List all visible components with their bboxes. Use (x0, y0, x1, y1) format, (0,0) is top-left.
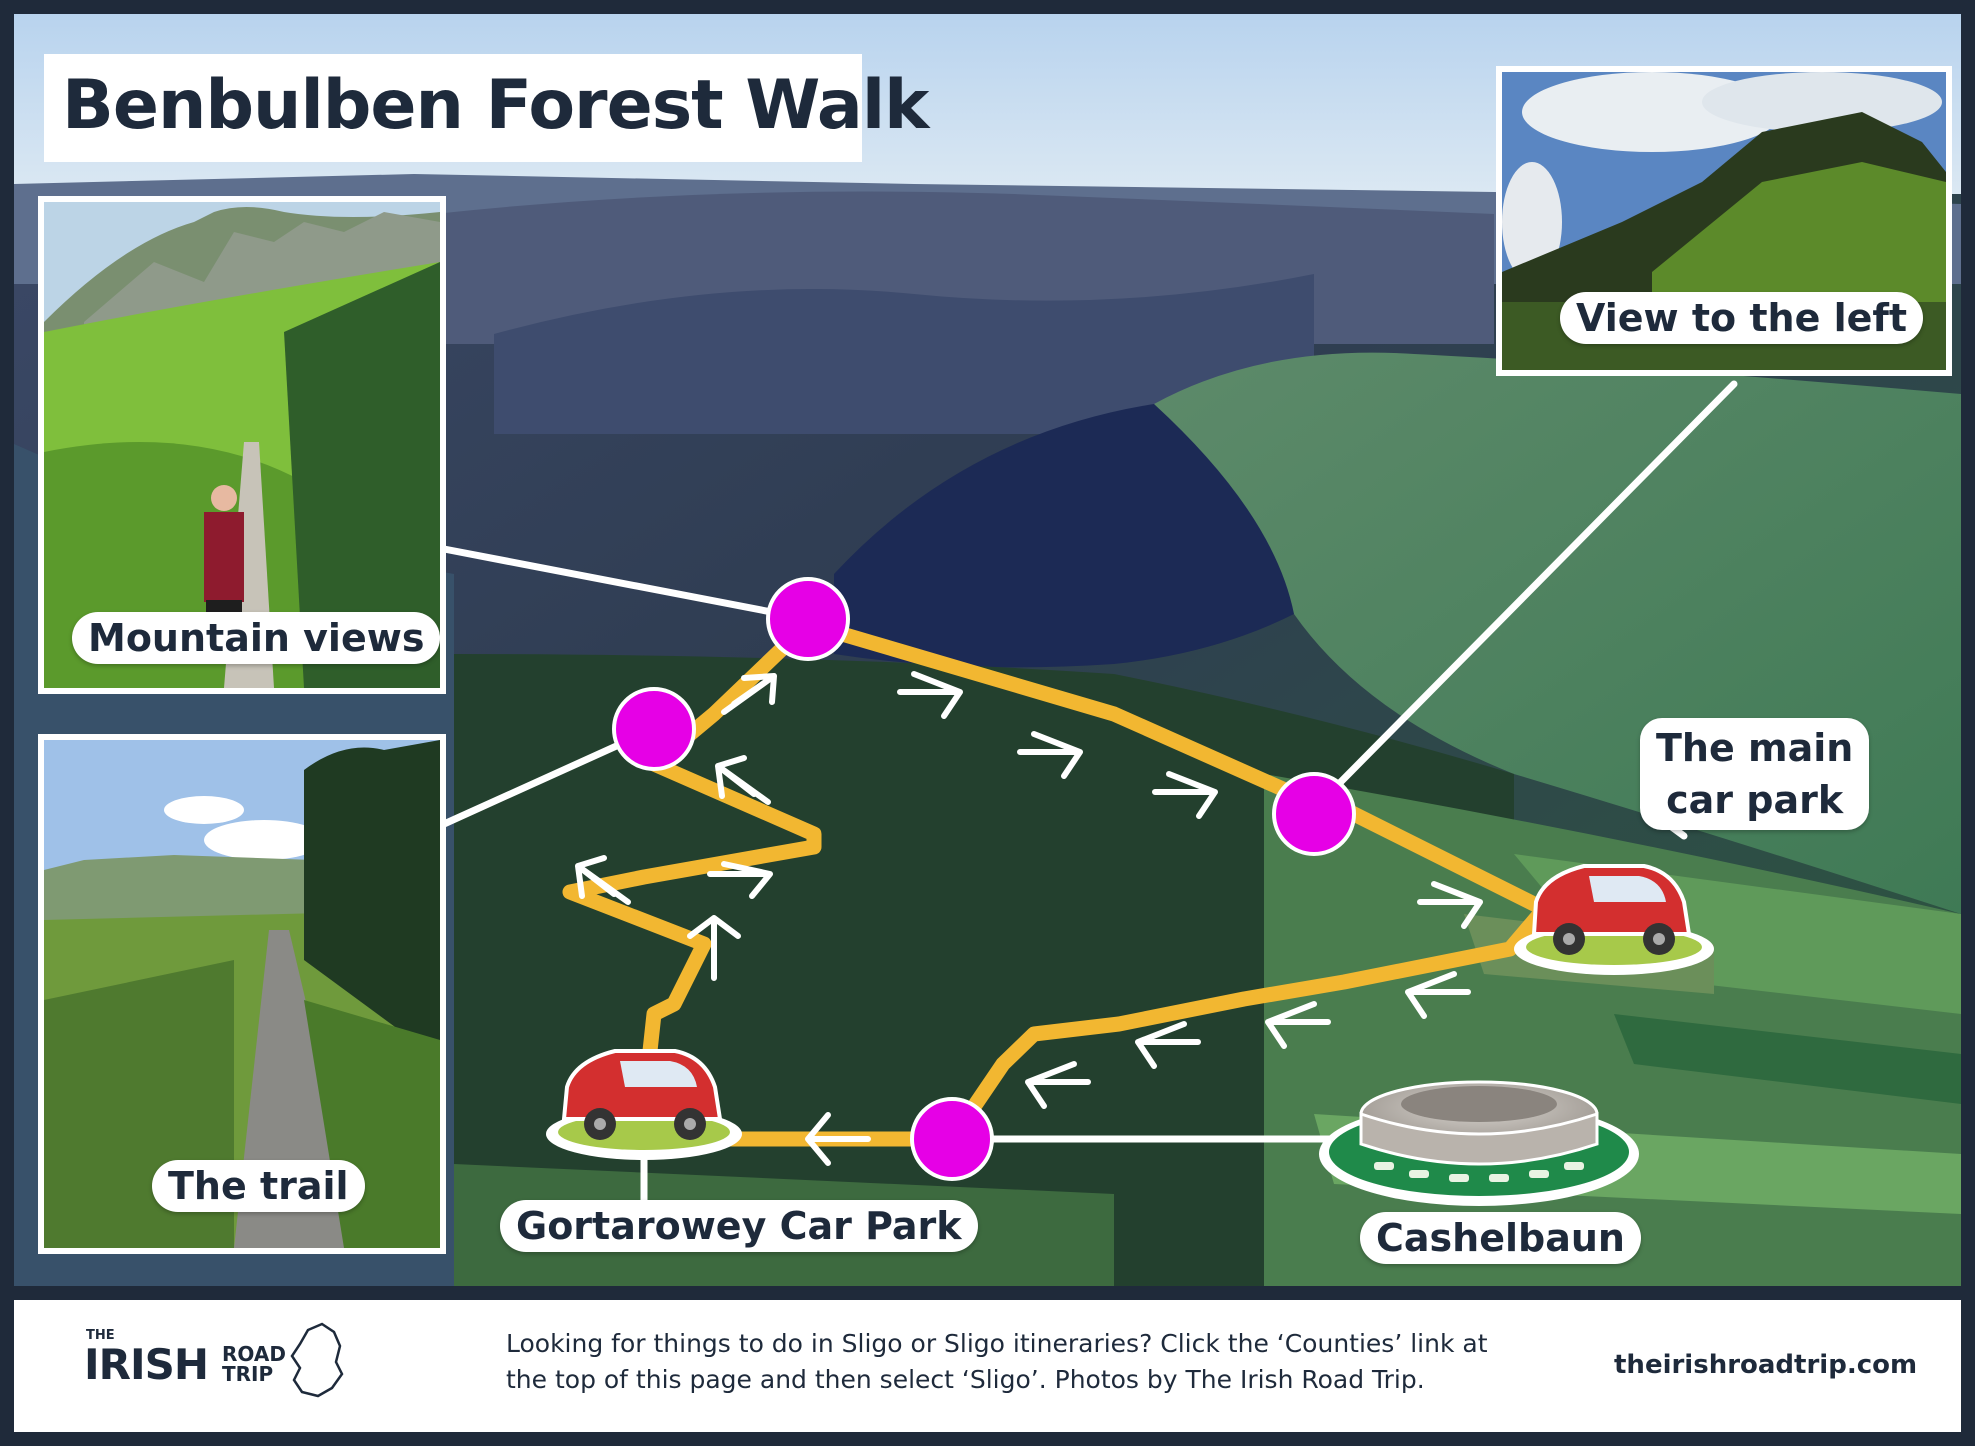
photo-mountain-views: Mountain views (38, 196, 446, 694)
label-main-car-park-line2: car park (1666, 778, 1844, 822)
footer-description: Looking for things to do in Sligo or Sli… (506, 1329, 1488, 1394)
photo-the-trail: The trail (38, 734, 446, 1254)
label-cashelbaun: Cashelbaun (1360, 1212, 1641, 1264)
waypoint-3 (1272, 772, 1356, 856)
footer-site-url[interactable]: theirishroadtrip.com (1614, 1350, 1918, 1380)
label-main-car-park-line1: The main (1656, 726, 1854, 770)
waypoints (612, 577, 1356, 1181)
caption-mountain-views: Mountain views (72, 612, 440, 664)
ireland-map-icon (290, 1322, 344, 1398)
title-box: Benbulben Forest Walk (44, 54, 929, 162)
logo-road: ROAD (222, 1342, 286, 1366)
waypoint-2 (612, 687, 696, 771)
photo-view-to-the-left: View to the left (1496, 66, 1952, 376)
logo-the: THE (86, 1328, 115, 1343)
label-main-car-park: The main car park (1640, 718, 1870, 830)
caption-view-to-the-left: View to the left (1560, 292, 1924, 344)
page-title: Benbulben Forest Walk (62, 66, 929, 145)
waypoint-4 (910, 1097, 994, 1181)
car-icon (1514, 864, 1714, 975)
route-path (562, 616, 1552, 1147)
logo-irish: IRISH (84, 1340, 209, 1389)
car-icon (546, 1049, 742, 1160)
logo-trip: TRIP (222, 1362, 274, 1386)
waypoint-1 (766, 577, 850, 661)
route-arrows (575, 671, 1483, 1166)
label-gortarowey-car-park: Gortarowey Car Park (500, 1200, 978, 1252)
caption-the-trail: The trail (152, 1160, 365, 1212)
stone-fort-icon (1319, 1080, 1639, 1206)
